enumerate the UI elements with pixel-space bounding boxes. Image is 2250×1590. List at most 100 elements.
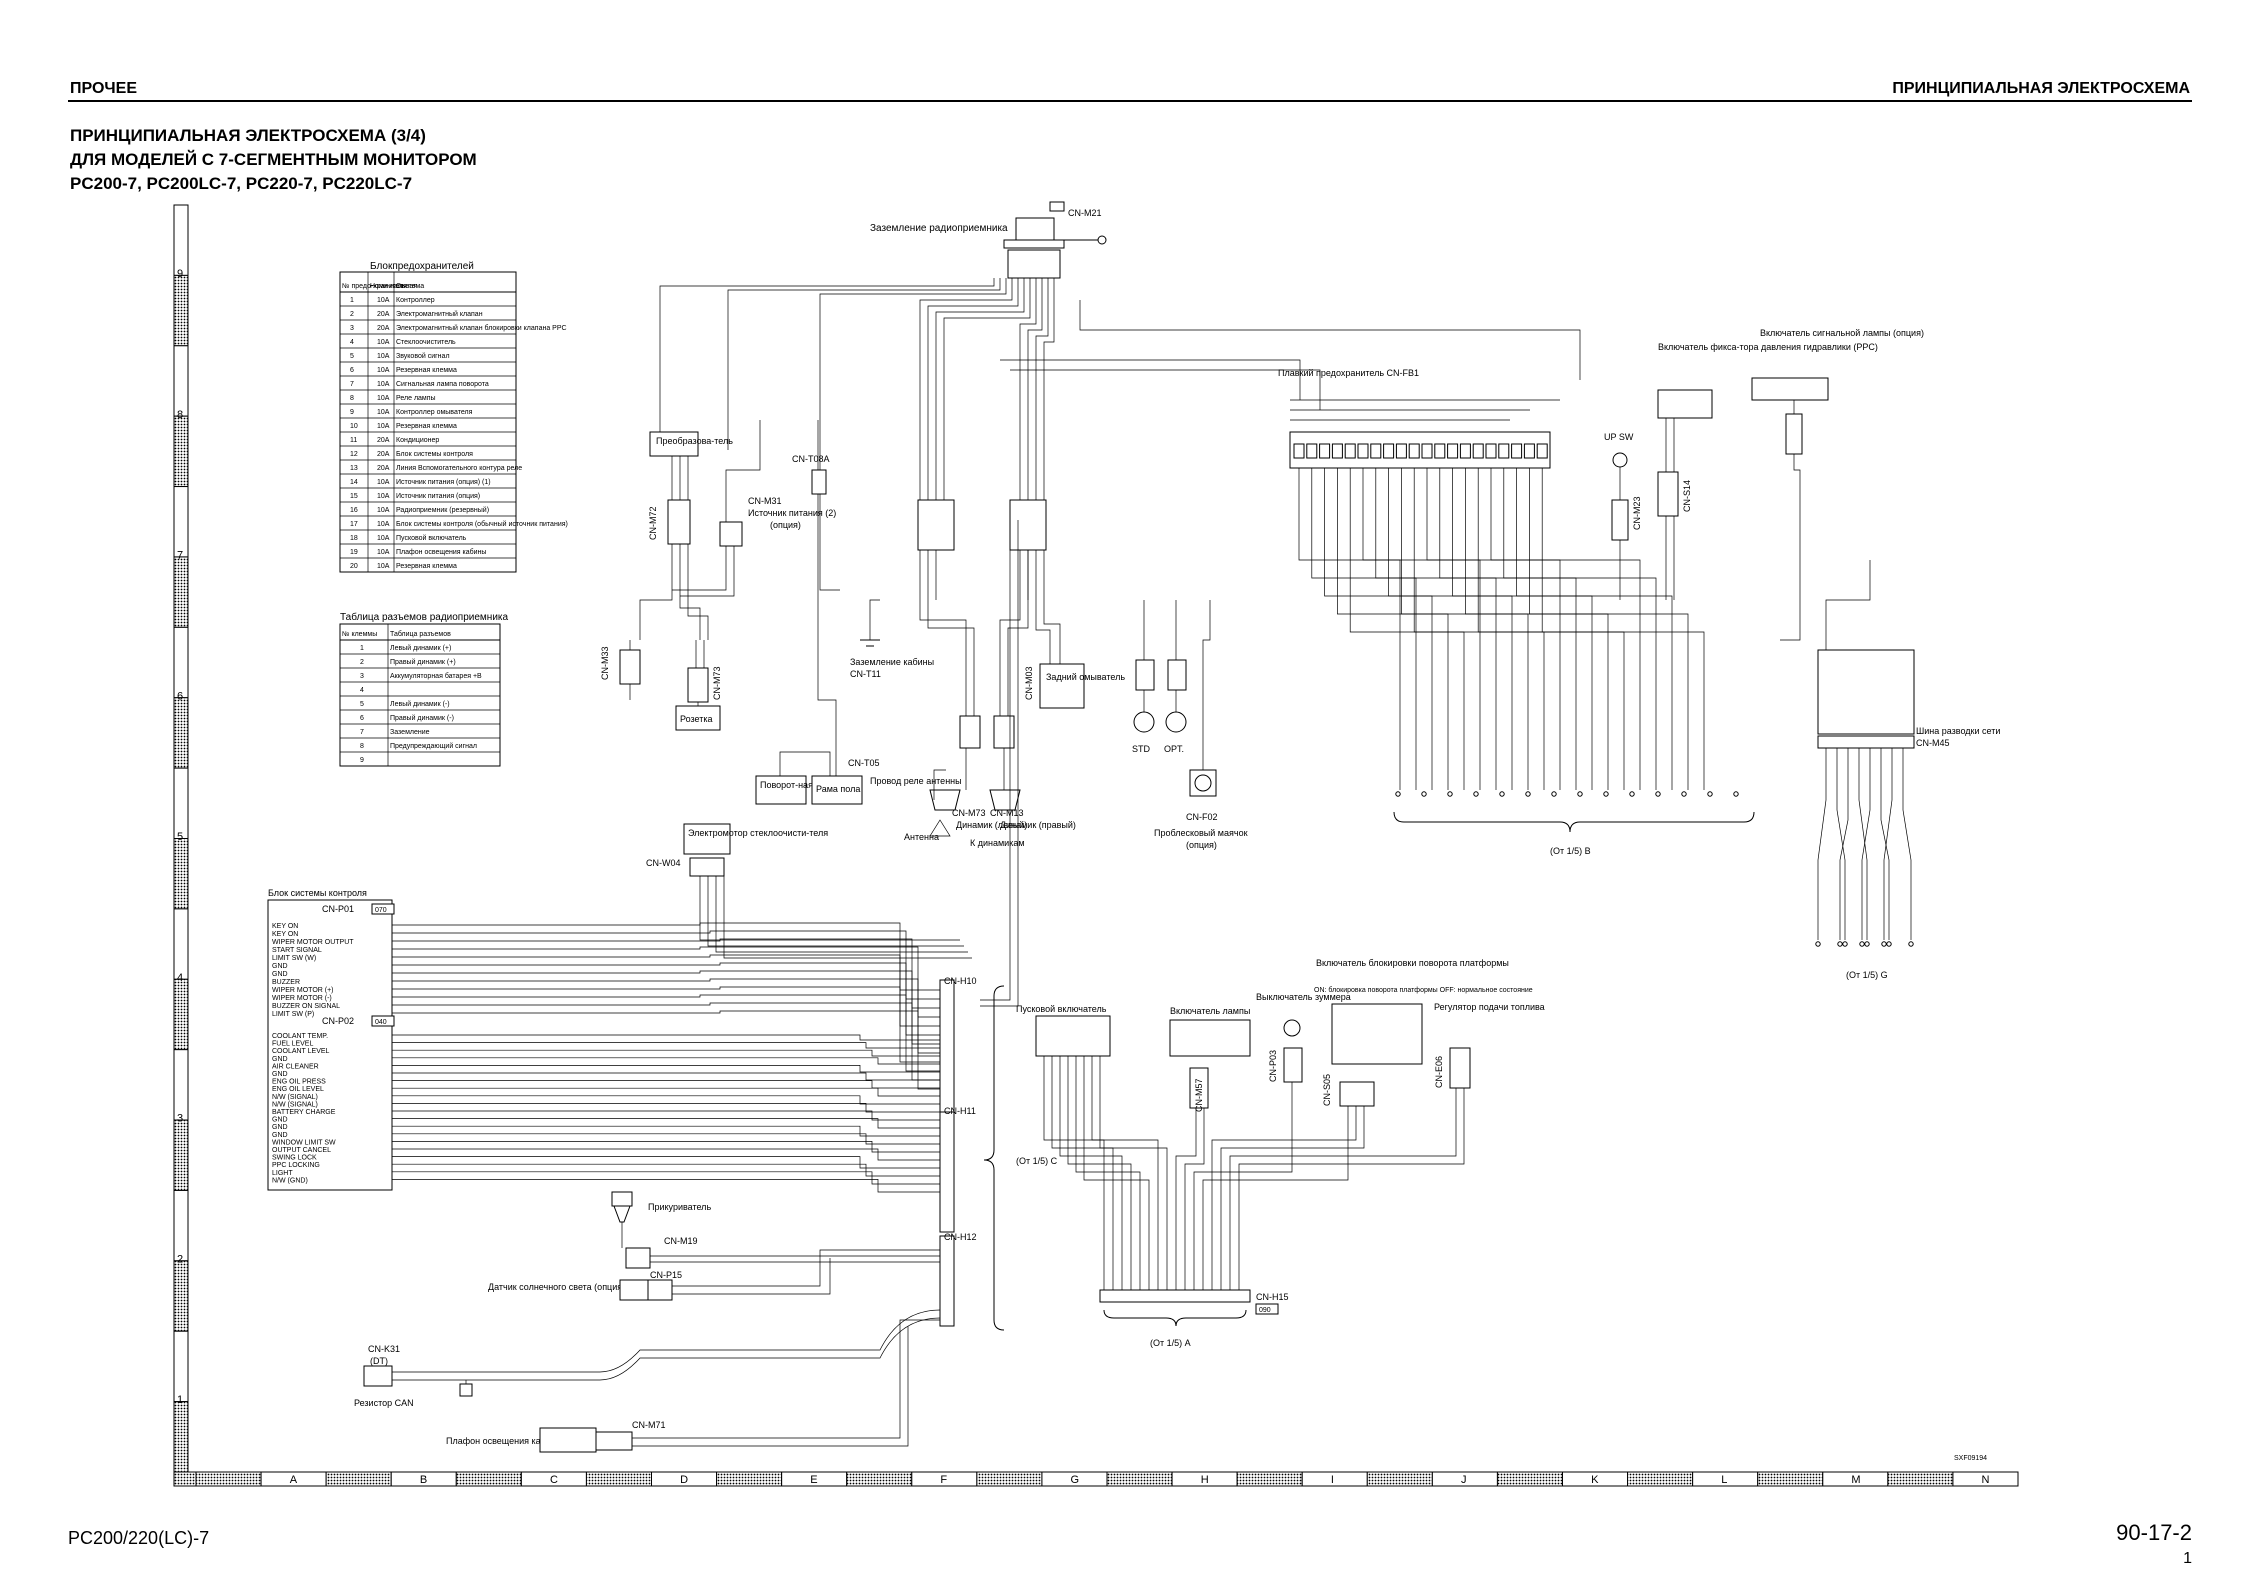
p02-pin-label: ENG OIL PRESS (272, 1079, 326, 1086)
std-label: STD (1132, 744, 1151, 754)
cn-m13-label: CN-M13 (990, 808, 1024, 818)
p02-wire (392, 1103, 940, 1113)
wire-end (1525, 791, 1531, 797)
table-cell: 18 (350, 535, 358, 542)
p02-code-box (371, 1015, 395, 1027)
title-line-2: ДЛЯ МОДЕЛЕЙ С 7-СЕГМЕНТНЫМ МОНИТОРОМ (70, 150, 477, 169)
p02-wire (392, 1072, 940, 1081)
fuse-cell (1498, 443, 1510, 459)
table-cell: 10A (377, 549, 390, 556)
p01-code-box (371, 903, 395, 915)
converter-box (649, 431, 699, 457)
p01-pin-label: GND (272, 971, 288, 978)
cn-m13-connector (993, 715, 1015, 749)
table-cell: 9 (360, 757, 364, 764)
fb1-wire (1337, 468, 1449, 790)
col-cell (1496, 1471, 1564, 1487)
p02-pin-label: SWING LOCK (272, 1155, 317, 1162)
swing-frame-box (755, 775, 807, 805)
monitor-wires (392, 520, 1019, 1193)
table-cell: Контроллер омывателя (396, 409, 473, 416)
p02-pin-label: N/W (SIGNAL) (272, 1101, 318, 1108)
col-cell (585, 1471, 653, 1487)
lower-wire (1091, 1056, 1159, 1290)
rear-washer-label: Задний омыватель (1046, 672, 1125, 682)
frame-floor-label: Рама пола (816, 784, 860, 794)
p02-pin-label: N/W (GND) (272, 1177, 308, 1184)
wire-end (1655, 791, 1661, 797)
radio-ground-label: Заземление радиоприемника (870, 223, 1008, 234)
fuse-cell (1331, 443, 1343, 459)
monitor-unit-label: Блок системы контроля (268, 888, 367, 898)
cn-m71-connector (595, 1431, 633, 1451)
buzzer-sw-label: Выключатель зуммера (1256, 992, 1351, 1002)
table-cell: 17 (350, 521, 358, 528)
cn-h10-label: CN-H10 (944, 976, 977, 986)
fuse-cell (1370, 443, 1382, 459)
p02-wire (392, 1080, 940, 1089)
cn-m45-connector (1817, 735, 1915, 749)
cn-p03-connector (1283, 1047, 1303, 1083)
table-cell: 2 (360, 659, 364, 666)
p02-wire (392, 1095, 940, 1105)
fb1-wire (1452, 468, 1593, 790)
p02-pin-label: AIR CLEANER (272, 1063, 319, 1070)
row-label: 5 (177, 831, 183, 843)
table-cell: Резервная клемма (396, 423, 457, 430)
resistor-can-label: Резистор CAN (354, 1398, 414, 1408)
fuse-cell (1383, 443, 1395, 459)
table-cell: Источник питания (опция) (396, 493, 480, 500)
p02-wire (392, 1087, 940, 1097)
p01-pin-label: WIPER MOTOR (+) (272, 987, 334, 994)
signal-lamp-connector (1785, 413, 1803, 455)
fuse-cell (1319, 443, 1331, 459)
p02-pin-label: LIGHT (272, 1170, 293, 1177)
wire-end (1886, 941, 1892, 947)
speaker-left (929, 789, 961, 811)
wire-end (1859, 941, 1865, 947)
net-bus-label: Шина разводки сети (1916, 726, 2000, 736)
monitor-unit (267, 899, 393, 1191)
table-cell: 11 (350, 437, 357, 444)
lower-wire (1075, 1056, 1141, 1290)
cn-w04-label: CN-W04 (646, 858, 681, 868)
row-cell (173, 556, 189, 628)
p02-wire (392, 1133, 940, 1145)
cn-f02-label: CN-F02 (1186, 812, 1218, 822)
socket-box (675, 705, 721, 731)
signal-lamp-sw-box (1751, 377, 1829, 401)
table-cell: Звуковой сигнал (396, 352, 450, 360)
col-cell (1366, 1471, 1433, 1487)
swing-lock-label: Включатель блокировки поворота платформы (1316, 958, 1509, 968)
table-cell: 5 (350, 353, 354, 360)
cn-m21-flange (1003, 239, 1065, 249)
cn-m73-connector (687, 667, 709, 703)
table-cell: 6 (360, 715, 364, 722)
cn-h12-connector (939, 1235, 955, 1327)
swing-frame-label: Поворот-ная рама (760, 780, 837, 790)
table-cell: Аккумуляторная батарея +B (390, 672, 482, 680)
row-label: 8 (177, 409, 183, 421)
table-cell: Электромагнитный клапан (396, 310, 483, 318)
header-title: ПРИНЦИПИАЛЬНАЯ ЭЛЕКТРОСХЕМА (1892, 80, 2190, 97)
fuse-cell (1344, 443, 1356, 459)
cn-k31-connector (363, 1365, 393, 1387)
col-label: E (810, 1474, 817, 1486)
table-cell: 9 (350, 409, 354, 416)
k31-sub-label: (DT) (370, 1356, 388, 1366)
table-cell: 13 (350, 465, 358, 472)
p02-wire (392, 1118, 940, 1129)
table-cell: Резервная клемма (396, 563, 457, 570)
lower-wire (1193, 1082, 1293, 1290)
header-section: ПРОЧЕЕ (70, 80, 137, 97)
p02-pin-label: GND (272, 1056, 288, 1063)
row-cell (173, 1189, 189, 1262)
from-c-label: (От 1/5) C (1016, 1156, 1058, 1166)
fuse-cells (1293, 443, 1548, 459)
row-cell (173, 1401, 189, 1473)
col-label: J (1461, 1474, 1467, 1486)
col-cell (1236, 1471, 1303, 1487)
net-wire (1861, 748, 1871, 940)
